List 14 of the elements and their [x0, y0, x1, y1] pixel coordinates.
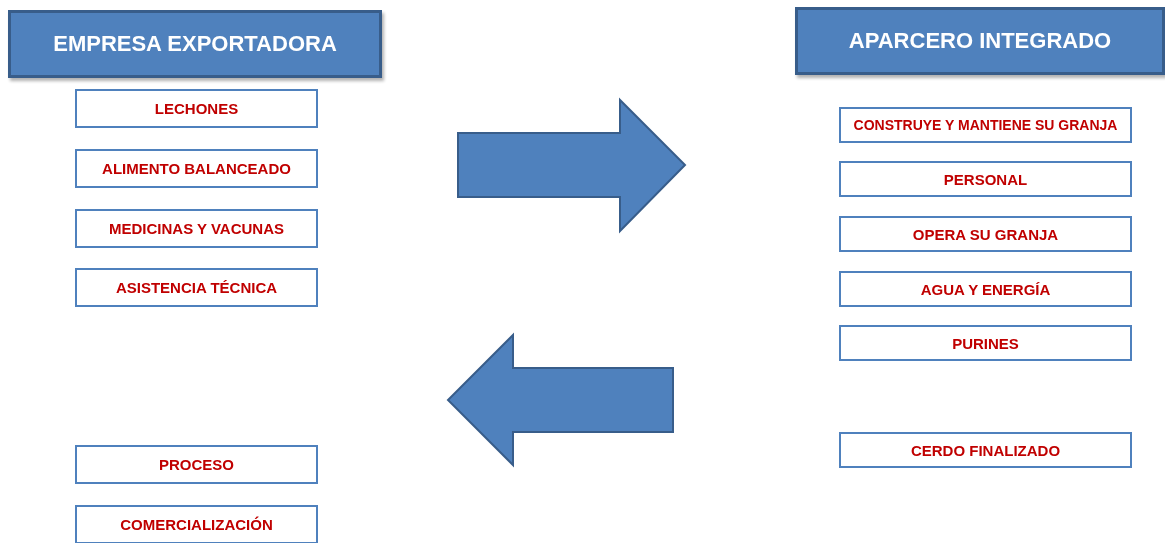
title-box: EMPRESA EXPORTADORA — [8, 10, 382, 78]
item-box: CERDO FINALIZADO — [839, 432, 1132, 468]
title-box: APARCERO INTEGRADO — [795, 7, 1165, 75]
item-box: LECHONES — [75, 89, 318, 128]
item-box: COMERCIALIZACIÓN — [75, 505, 318, 543]
item-box: ALIMENTO BALANCEADO — [75, 149, 318, 188]
item-box: PROCESO — [75, 445, 318, 484]
item-box: CONSTRUYE Y MANTIENE SU GRANJA — [839, 107, 1132, 143]
item-box: PERSONAL — [839, 161, 1132, 197]
item-box: OPERA SU GRANJA — [839, 216, 1132, 252]
item-box: ASISTENCIA TÉCNICA — [75, 268, 318, 307]
item-box: PURINES — [839, 325, 1132, 361]
item-box: MEDICINAS Y VACUNAS — [75, 209, 318, 248]
item-box: AGUA Y ENERGÍA — [839, 271, 1132, 307]
